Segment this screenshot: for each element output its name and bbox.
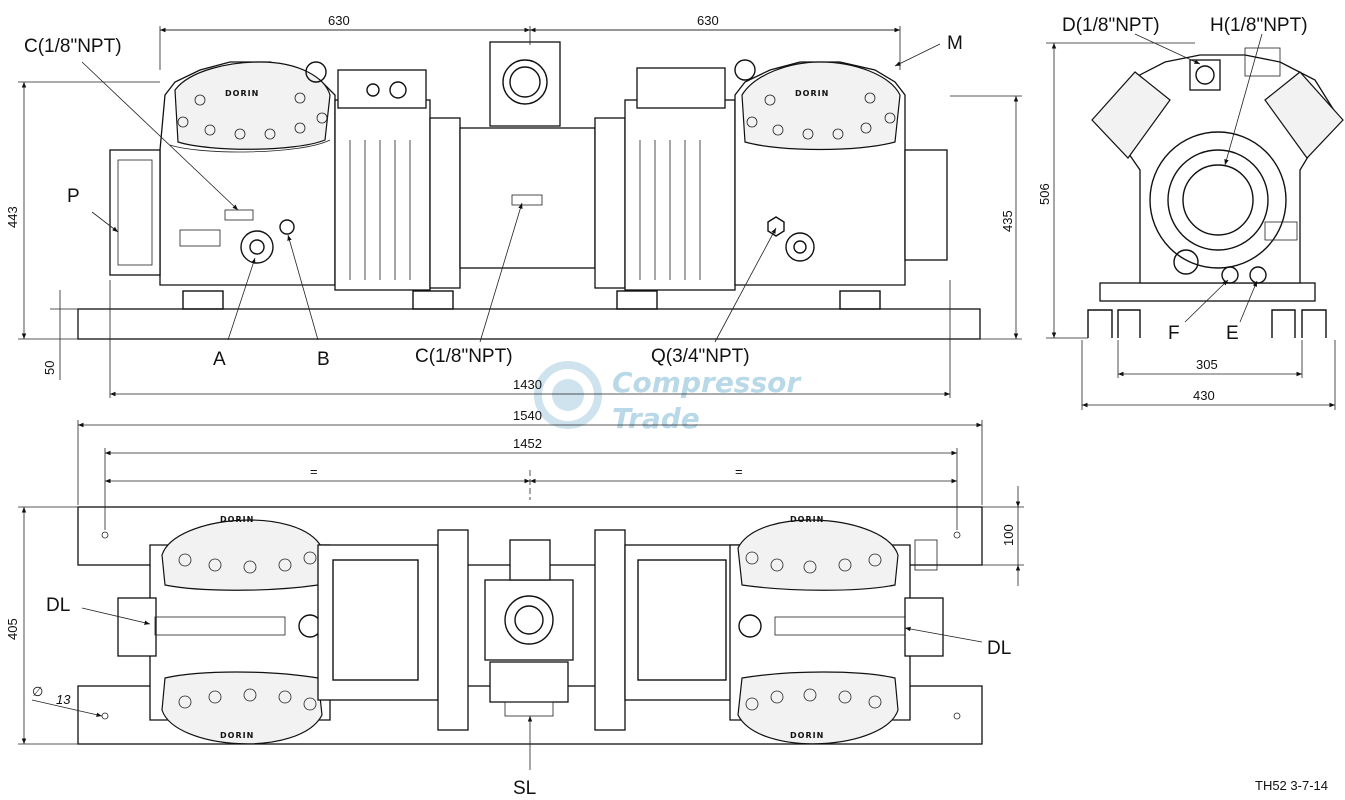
watermark-line2: Trade: [612, 402, 700, 435]
dim-equal-left: =: [310, 464, 318, 479]
dim-100: 100: [1001, 524, 1016, 546]
dim-443: 443: [5, 206, 20, 228]
label-dl-right: DL: [987, 638, 1011, 659]
brand-label-left-side: DORIN: [225, 89, 259, 98]
suction-connector-top: [484, 470, 574, 717]
dim-435: 435: [1000, 210, 1015, 232]
brand-label-right-top-upper: DORIN: [790, 515, 824, 524]
dim-1452: 1452: [513, 436, 542, 451]
side-view: DORIN: [5, 13, 1022, 398]
label-d: D(1/8"NPT): [1062, 15, 1160, 36]
right-compressor-side: DORIN: [594, 59, 948, 291]
dim-506: 506: [1037, 183, 1052, 205]
dim-630-left: 630: [328, 13, 350, 28]
dim-equal-right: =: [735, 464, 743, 479]
label-c-bottom: C(1/8"NPT): [415, 346, 513, 367]
right-compressor-top: DORIN DORIN: [594, 515, 944, 745]
brand-label-left-top-upper: DORIN: [220, 515, 254, 524]
dim-50: 50: [42, 361, 57, 375]
label-dl-left: DL: [46, 595, 70, 616]
top-view-dimensions: 1540 1452 = = 405 100 ∅ 13: [5, 408, 1024, 745]
label-m: M: [947, 33, 963, 54]
left-compressor-side: DORIN: [109, 61, 461, 291]
label-f: F: [1168, 323, 1180, 344]
label-a: A: [213, 349, 226, 370]
brand-label-right-side: DORIN: [795, 89, 829, 98]
dim-430: 430: [1193, 388, 1215, 403]
dim-1540: 1540: [513, 408, 542, 423]
label-h: H(1/8"NPT): [1210, 15, 1308, 36]
label-c-top: C(1/8"NPT): [24, 36, 122, 57]
brand-label-right-top-lower: DORIN: [790, 731, 824, 740]
label-sl: SL: [513, 778, 536, 799]
dim-hole-13: 13: [56, 692, 71, 707]
brand-label-left-top-lower: DORIN: [220, 731, 254, 740]
dim-305: 305: [1196, 357, 1218, 372]
top-view: DORIN DORIN: [5, 408, 1024, 799]
end-view: 506 305 430 D(1/8"NPT) H(1/8"NPT) F E: [1037, 15, 1344, 410]
label-e: E: [1226, 323, 1239, 344]
watermark-logo: Compressor Trade: [534, 361, 802, 435]
dim-630-right: 630: [697, 13, 719, 28]
label-q: Q(3/4"NPT): [651, 346, 750, 367]
side-view-leaders: [81, 43, 941, 343]
side-view-dimensions: 630 630 443 50 435 1430: [5, 13, 1022, 398]
dim-1430: 1430: [513, 377, 542, 392]
dim-diameter-symbol: ∅: [32, 684, 43, 699]
base-rail: [77, 308, 981, 340]
drawing-reference: TH52 3-7-14: [1255, 778, 1328, 793]
label-p: P: [67, 186, 80, 207]
left-compressor-top: DORIN DORIN: [117, 515, 469, 745]
label-b: B: [317, 349, 330, 370]
middle-connector-side: [459, 41, 596, 269]
dim-405: 405: [5, 618, 20, 640]
